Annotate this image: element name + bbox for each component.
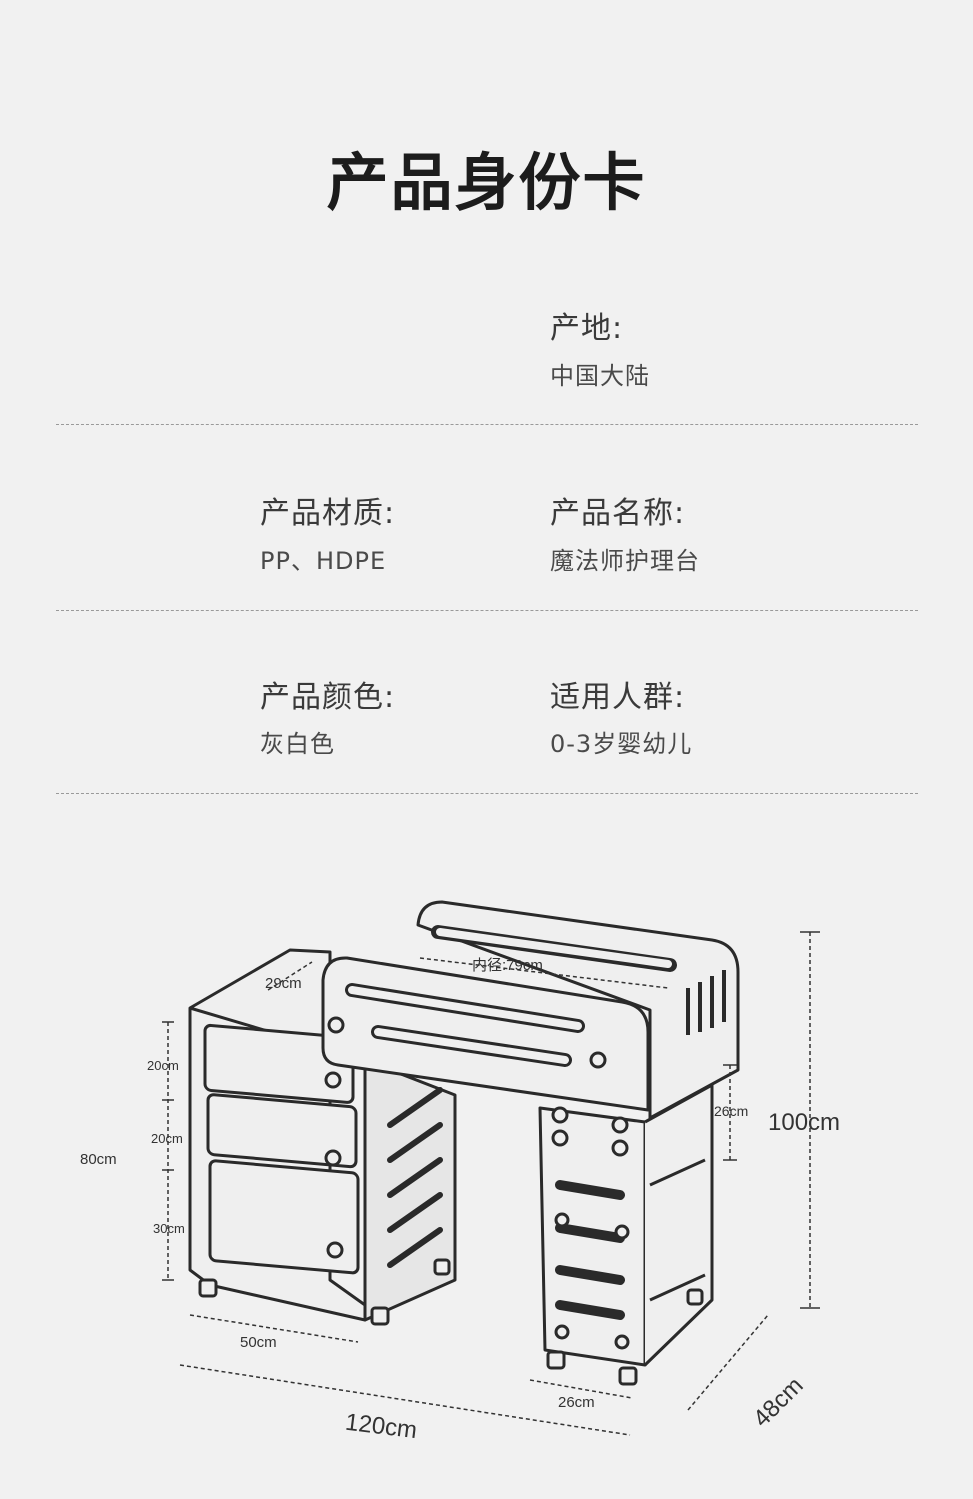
drawer-3-height-label: 30cm [153, 1221, 185, 1236]
leg-width-label: 26cm [558, 1394, 595, 1411]
origin-label: 产地: [550, 311, 624, 346]
product-name-label: 产品名称: [550, 496, 686, 531]
audience-label: 适用人群: [550, 680, 686, 715]
product-name-value: 魔法师护理台 [550, 547, 700, 575]
inner-diameter-label: 内径:79cm [472, 957, 543, 974]
divider [56, 793, 918, 794]
drawer-2-height-label: 20cm [151, 1131, 183, 1146]
basin-width-label: 29cm [265, 975, 302, 992]
material-label: 产品材质: [260, 496, 396, 531]
rail-height-label: 26cm [714, 1103, 748, 1119]
total-height-label: 100cm [768, 1109, 840, 1136]
cabinet-illustration [188, 948, 457, 1326]
audience-value: 0-3岁婴幼儿 [550, 730, 693, 758]
changing-table-illustration [321, 900, 740, 1386]
product-dimension-diagram: 内径:79cm 29cm 20cm 20cm 30cm 80cm 26cm 10… [80, 900, 840, 1445]
divider [56, 610, 918, 611]
color-value: 灰白色 [260, 730, 335, 758]
divider [56, 424, 918, 425]
cabinet-height-label: 80cm [80, 1151, 117, 1168]
material-value: PP、HDPE [260, 547, 387, 575]
depth-label: 48cm [748, 1372, 809, 1433]
total-width-label: 120cm [344, 1409, 419, 1445]
drawer-1-height-label: 20cm [147, 1058, 179, 1073]
cabinet-width-label: 50cm [240, 1334, 277, 1351]
origin-value: 中国大陆 [550, 362, 650, 390]
page-title: 产品身份卡 [326, 146, 647, 219]
color-label: 产品颜色: [260, 680, 396, 715]
